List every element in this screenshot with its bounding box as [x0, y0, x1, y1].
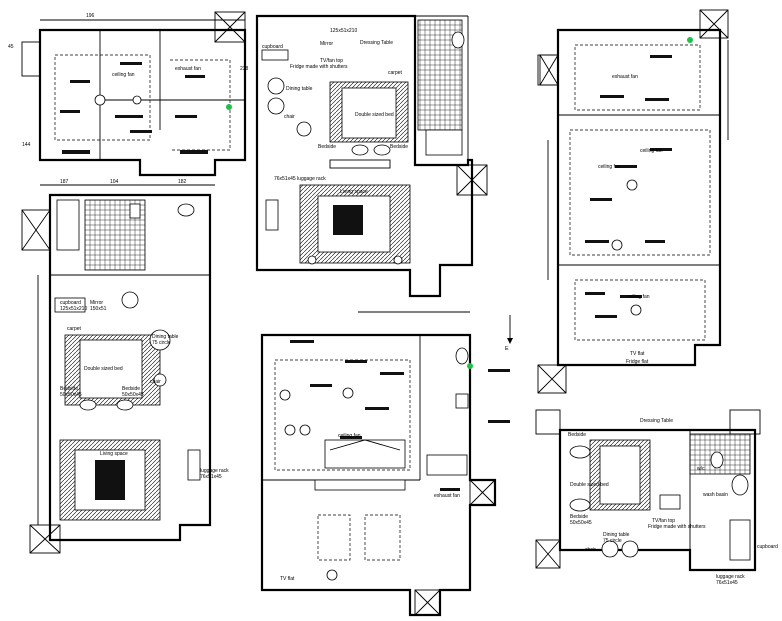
dim-width-b: 104: [110, 179, 119, 185]
label-living-left: Living space: [100, 451, 128, 457]
label-living-space: Living space: [340, 189, 368, 195]
label-tv-flat-bottom: TV flat: [280, 576, 295, 582]
label-double-bed-left: Double sized bed: [84, 366, 123, 372]
label-dining-dims-bottom: 75 circle: [603, 538, 622, 544]
label-luggage-left: luggage rack: [200, 468, 229, 474]
section-mark-e: E: [505, 346, 509, 352]
label-bedside-dims-bottom: 50x50x45: [570, 520, 592, 526]
label-dining-left: Dining table: [152, 334, 179, 340]
dim-side-c: 238: [240, 66, 249, 72]
label-ceiling-fan: ceiling fan: [112, 72, 135, 78]
label-double-bed-bottom: Double sized bed: [570, 482, 609, 488]
label-dining-dims-left: 75 circle: [152, 340, 171, 346]
label-cupboard-dims: 125x51x210: [330, 28, 357, 34]
label-bedside-left-2: Bedside: [122, 386, 140, 392]
unit-electrical-bottom-center: E exhaust fan ceiling fan TV flat: [260, 311, 513, 617]
dim-width-a: 187: [60, 179, 69, 185]
label-mirror-dims-left: 150x51: [90, 306, 107, 312]
dim-top-a: 196: [86, 13, 95, 19]
label-bedside: Bedside: [318, 144, 336, 150]
label-chair-left: chair: [150, 379, 161, 385]
unit-furniture-left: cupboard 125x51x210 Mirror 150x51 carpet…: [21, 193, 229, 554]
label-chair-bottom: chair: [585, 547, 596, 553]
label-mirror: Mirror: [320, 41, 333, 47]
label-bedside-left: Bedside: [60, 386, 78, 392]
label-fridge-flat: Fridge flat: [626, 359, 649, 365]
label-dressing-table: Dressing Table: [360, 40, 393, 46]
unit-furniture-top-center: cupboard Mirror 125x51x210 Dressing Tabl…: [255, 14, 488, 298]
label-dressing-bottom: Dressing Table: [640, 418, 673, 424]
label-exhaust-fan-bottom: exhaust fan: [434, 493, 460, 499]
unit-furniture-bottom-right: Dressing Table Bedside Double sized bed …: [535, 409, 778, 586]
label-double-bed: Double sized bed: [355, 112, 394, 118]
label-mirror-left: Mirror: [90, 300, 103, 306]
label-dining-table: Dining table: [286, 86, 313, 92]
label-tv-flat: TV flat: [630, 351, 645, 357]
label-carpet: carpet: [388, 70, 403, 76]
label-tv-bottom: TV/fan top: [652, 518, 675, 524]
label-luggage-bottom: luggage rack: [716, 574, 745, 580]
label-bedside-bottom: Bedside: [568, 432, 586, 438]
label-bedside-dims-left-2: 50x50x45: [122, 392, 144, 398]
label-luggage-dims-left: 76x51x45: [200, 474, 222, 480]
label-tv-unit: TV/fan top: [320, 58, 343, 64]
label-bedside-dims-left: 50x50x45: [60, 392, 82, 398]
label-cupboard-dims-left: 125x51x210: [60, 306, 87, 312]
unit-electrical-top-right: exhaust fan TV flat Fridge flat ceiling …: [537, 9, 729, 394]
dim-side-a: 144: [22, 142, 31, 148]
label-bedside-right: Bedside: [390, 144, 408, 150]
label-ceiling-fan-right-3: ceiling fan: [627, 294, 650, 300]
dim-side-b: 45: [8, 44, 14, 50]
unit-electrical-top-left: 196 45 144 238 exhaust fan ceiling fan 1…: [8, 11, 249, 186]
label-chair: chair: [284, 114, 295, 120]
label-carpet-left: carpet: [67, 326, 82, 332]
label-cupboard-left: cupboard: [60, 300, 81, 306]
label-luggage-dims-bottom: 76x51x45: [716, 580, 738, 586]
label-fridge-bottom: Fridge made with shutters: [648, 524, 706, 530]
label-exhaust-fan: exhaust fan: [175, 66, 201, 72]
label-ceiling-fan-right: ceiling fan: [598, 164, 621, 170]
label-fridge-note: Fridge made with shutters: [290, 64, 348, 70]
dim-width-c: 182: [178, 179, 187, 185]
label-cupboard-bottom: cupboard: [757, 544, 778, 550]
label-bedside-bottom-2: Bedside: [570, 514, 588, 520]
label-luggage-alt: 76x51x45 luggage rack: [274, 176, 326, 182]
label-exhaust-fan-right: exhaust fan: [612, 74, 638, 80]
label-ceiling-fan-right-2: ceiling fan: [640, 148, 663, 154]
label-cupboard: cupboard: [262, 44, 283, 50]
label-dining-bottom: Dining table: [603, 532, 630, 538]
label-wc: w/c: [697, 466, 705, 472]
label-wash-basin: wash basin: [703, 492, 728, 498]
label-ceiling-fan-bottom: ceiling fan: [338, 433, 361, 439]
